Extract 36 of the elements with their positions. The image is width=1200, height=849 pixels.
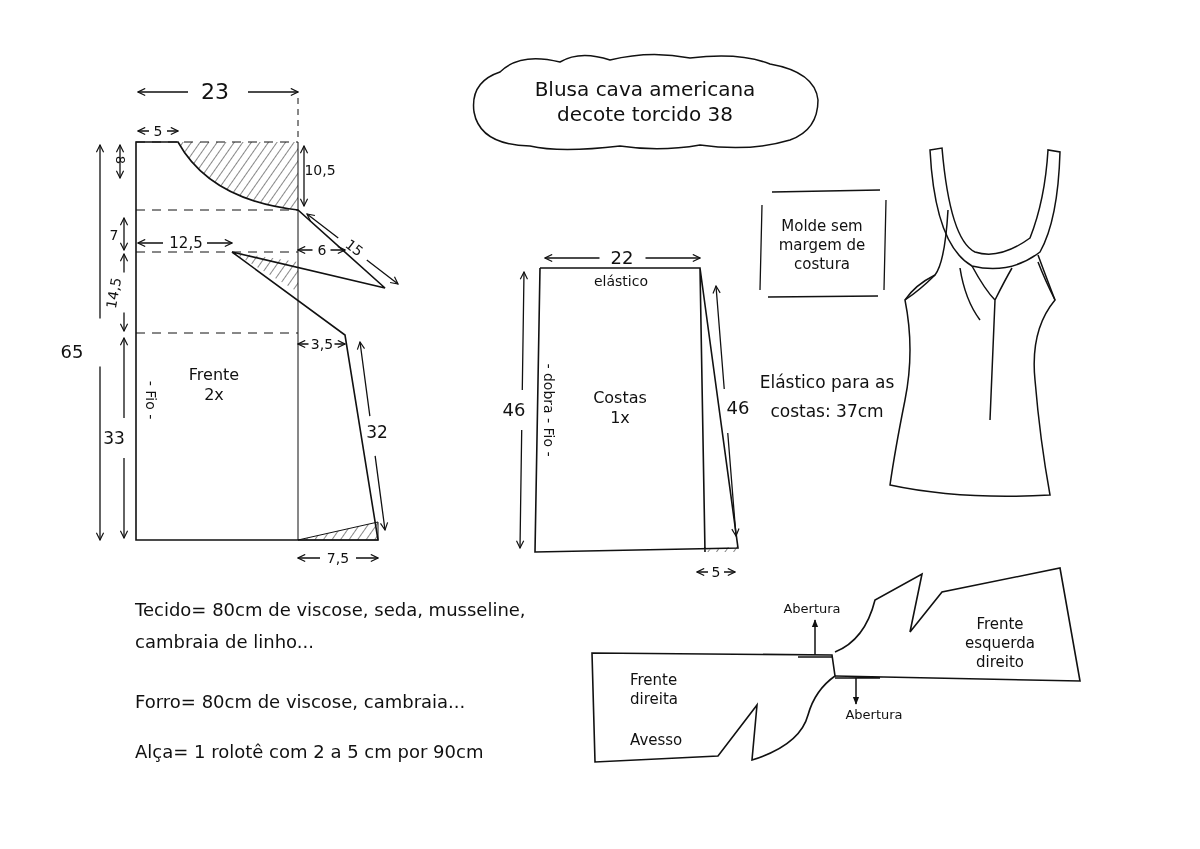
piece-label: - Fio - [141, 380, 159, 420]
dimension-label: 7,5 [326, 549, 350, 567]
note-text: Molde sem margem de costura [777, 216, 867, 274]
dimension-label: 10,5 [304, 161, 336, 179]
dimension-label: 5 [153, 122, 163, 140]
dimension-label: 23 [201, 78, 229, 106]
dimension-label: 12,5 [169, 234, 203, 252]
piece-label: Costas 1x [593, 388, 647, 428]
piece-label: Frente direita [630, 671, 678, 709]
dimension-label: 22 [610, 247, 634, 269]
dimension-label: 65 [60, 341, 84, 363]
dimension-label: 5 [711, 563, 721, 581]
note-text: Elástico para as costas: 37cm [758, 371, 896, 423]
dimension-label: 32 [366, 421, 388, 443]
piece-label: elástico [594, 273, 648, 291]
note-text: Tecido= 80cm de viscose, seda, musseline, cambraia de linho... [135, 597, 527, 653]
dimension-label: 15 [341, 235, 367, 261]
piece-label: Frente esquerda direito [965, 614, 1035, 672]
callout-text: Abertura [783, 600, 841, 618]
dimension-label: 46 [726, 397, 750, 419]
note-text: Forro= 80cm de viscose, cambraia... [135, 690, 467, 715]
dimension-label: 46 [502, 399, 526, 421]
leader-arrow [852, 677, 860, 705]
dimension-label: 14,5 [103, 276, 125, 310]
piece-label: Avesso [630, 730, 683, 750]
title-text: Blusa cava americana decote torcido 38 [533, 77, 757, 127]
dimension-label: 33 [103, 427, 125, 449]
dimension-label: 7 [109, 226, 119, 244]
piece-label: - dobra - Fio - [539, 363, 557, 457]
note-text: Alça= 1 rolotê com 2 a 5 cm por 90cm [135, 740, 485, 765]
piece-label: Frente 2x [188, 365, 240, 405]
leader-arrow [811, 619, 819, 656]
dimension-label: 3,5 [310, 335, 334, 353]
callout-text: Abertura [845, 706, 903, 724]
dimension-label: 6 [317, 241, 327, 259]
dimension-label: 8 [112, 155, 128, 165]
